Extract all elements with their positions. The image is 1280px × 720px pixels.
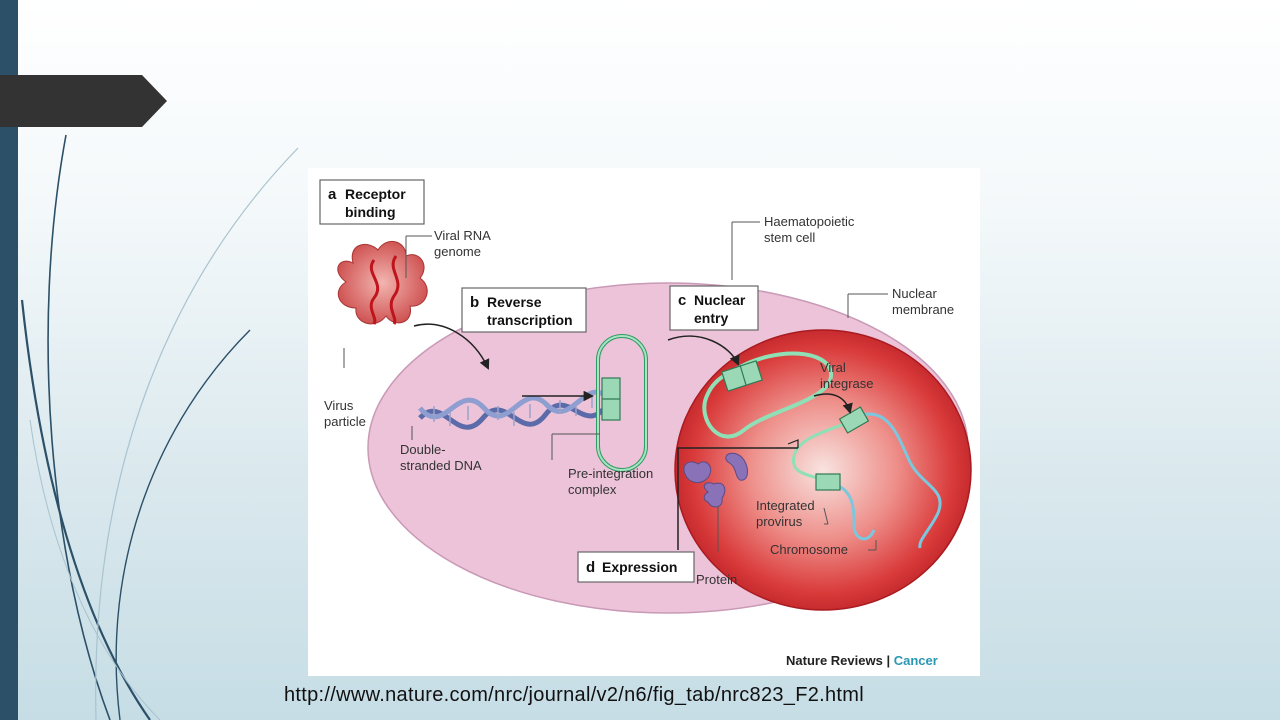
label-pre-integration: Pre-integration	[568, 466, 653, 481]
svg-text:Nature Reviews | Cancer: Nature Reviews | Cancer	[786, 653, 938, 668]
journal-credit: Nature Reviews | Cancer	[786, 653, 938, 668]
source-url[interactable]: http://www.nature.com/nrc/journal/v2/n6/…	[284, 684, 864, 706]
label-nuclear: Nuclear	[892, 286, 937, 301]
protein	[703, 482, 726, 508]
svg-text:b: b	[470, 294, 479, 311]
step-a-box: a Receptor binding	[319, 179, 425, 225]
vector-integration-diagram: a Receptor binding b Reverse transcripti…	[308, 168, 980, 676]
title-tab	[0, 75, 167, 127]
ltr-block	[721, 360, 763, 392]
nucleus	[674, 329, 972, 611]
svg-text:Expression: Expression	[602, 559, 677, 575]
arrow-integrase	[813, 393, 853, 415]
left-accent-bar	[0, 0, 18, 720]
svg-text:Reverse: Reverse	[487, 294, 542, 310]
svg-text:Nuclear: Nuclear	[694, 292, 746, 308]
label-viral-rna-genome: genome	[434, 244, 481, 259]
double-stranded-dna	[418, 389, 611, 430]
decorative-swoosh-lines	[20, 134, 299, 720]
viral-rna-strand	[369, 259, 380, 325]
label-complex: complex	[568, 482, 617, 497]
arrow-nuclear-entry	[667, 335, 740, 366]
svg-text:c: c	[678, 292, 686, 309]
step-c-box: c Nuclear entry	[669, 285, 759, 331]
chromosome	[791, 418, 857, 482]
integrated-provirus-block	[815, 473, 841, 491]
label-haematopoietic: Haematopoietic	[764, 214, 855, 229]
virus-particle	[337, 241, 428, 325]
label-particle: particle	[324, 414, 366, 429]
viral-rna-strand	[389, 255, 400, 325]
label-membrane: membrane	[892, 302, 954, 317]
svg-text:a: a	[328, 186, 337, 203]
svg-text:Receptor: Receptor	[345, 186, 406, 202]
label-double: Double-	[400, 442, 446, 457]
chromosome	[837, 484, 876, 541]
arrow-to-dna	[413, 323, 490, 370]
chromosome	[857, 412, 942, 549]
svg-text:binding: binding	[345, 204, 396, 220]
arrow-expression	[677, 447, 798, 550]
protein	[683, 461, 712, 483]
label-stranded-dna: stranded DNA	[400, 458, 482, 473]
protein	[725, 452, 748, 481]
label-virus: Virus	[324, 398, 354, 413]
label-stem-cell: stem cell	[764, 230, 815, 245]
label-viral-rna: Viral RNA	[434, 228, 491, 243]
label-integrase: integrase	[820, 376, 873, 391]
label-provirus: provirus	[756, 514, 803, 529]
step-b-box: b Reverse transcription	[461, 287, 587, 333]
label-viral: Viral	[820, 360, 846, 375]
label-integrated: Integrated	[756, 498, 815, 513]
label-chromosome: Chromosome	[770, 542, 848, 557]
step-d-box: d Expression	[577, 551, 695, 583]
svg-text:transcription: transcription	[487, 312, 573, 328]
label-protein: Protein	[696, 572, 737, 587]
svg-text:d: d	[586, 559, 595, 576]
svg-text:entry: entry	[694, 310, 728, 326]
nuclear-complex	[702, 351, 833, 439]
